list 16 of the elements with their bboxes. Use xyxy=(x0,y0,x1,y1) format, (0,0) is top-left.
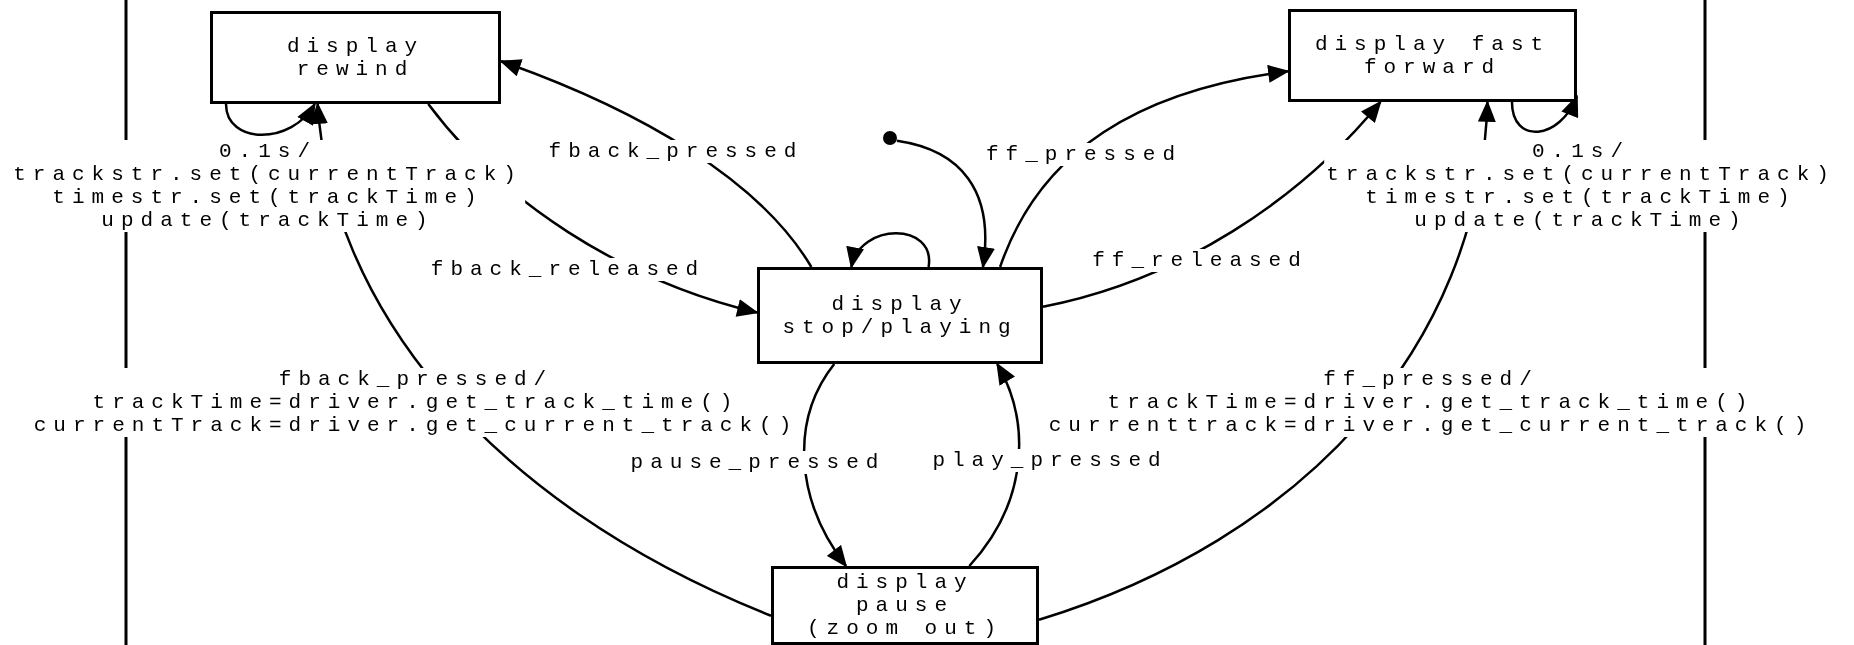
transition-arrow xyxy=(499,59,813,268)
transition-arrow xyxy=(224,102,316,136)
state-box xyxy=(210,11,501,104)
state-name: display rewind xyxy=(285,34,426,81)
state-box xyxy=(771,566,1039,645)
state-box xyxy=(757,267,1043,364)
initial-state-dot xyxy=(883,131,897,145)
state-box xyxy=(1288,9,1577,102)
state-name: display fast forward xyxy=(1313,32,1552,79)
transition-arrow xyxy=(849,232,930,269)
transition-arrow xyxy=(803,363,848,568)
transition-arrow xyxy=(998,65,1290,268)
transition-arrow xyxy=(968,362,1021,567)
transition-arrow xyxy=(896,139,995,269)
state-name: display stop/playing xyxy=(781,292,1019,339)
state-name: display pause (zoom out) xyxy=(806,571,1004,640)
